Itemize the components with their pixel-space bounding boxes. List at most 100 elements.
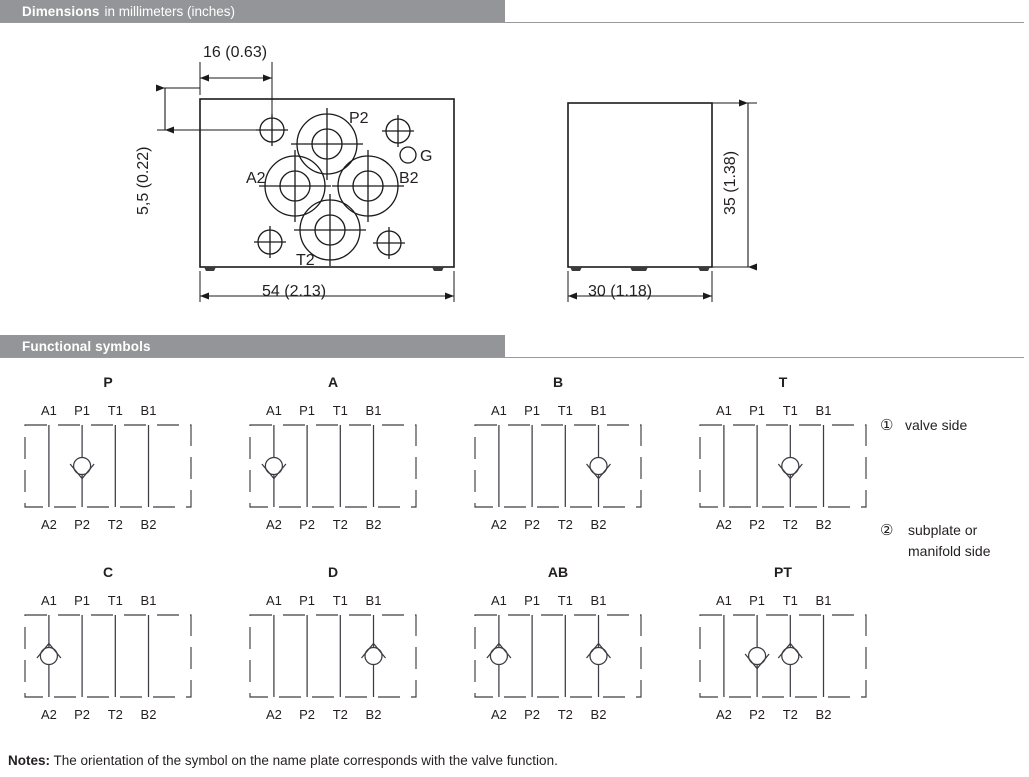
symbol-port-top-P1: P1 [74, 593, 90, 608]
symbol-port-top-A1: A1 [716, 593, 732, 608]
symbol-port-top-A1: A1 [41, 593, 57, 608]
port-label-B2: B2 [399, 170, 419, 187]
symbol-port-top-T1: T1 [333, 403, 348, 418]
dimensions-header-rule [0, 22, 1024, 23]
symbol-port-top-B1: B1 [366, 403, 382, 418]
symbol-port-bottom-T2: T2 [783, 517, 798, 532]
front-view-foot-right [432, 267, 444, 271]
side-view-body [567, 102, 713, 268]
legend-label-subplate-line2: manifold side [908, 543, 991, 559]
symbol-port-top-A1: A1 [716, 403, 732, 418]
symbol-port-bottom-A2: A2 [716, 707, 732, 722]
symbol-port-bottom-T2: T2 [783, 707, 798, 722]
port-G-hole [399, 146, 417, 164]
symbol-port-top-P1: P1 [749, 403, 765, 418]
check-valve-seat [486, 642, 512, 659]
side-view-foot-right [698, 267, 710, 271]
symbol-title-PT: PT [774, 564, 792, 580]
functional-symbols-section-header: Functional symbols [0, 335, 505, 357]
symbol-port-top-A1: A1 [491, 403, 507, 418]
symbol-port-bottom-P2: P2 [74, 517, 90, 532]
legend-marker-1: ① [880, 417, 893, 434]
symbol-port-bottom-T2: T2 [558, 707, 573, 722]
legend-label-valve-side: valve side [905, 417, 967, 433]
functional-symbols-section-title: Functional symbols [22, 338, 151, 354]
notes-label: Notes: [8, 753, 51, 768]
symbol-port-bottom-P2: P2 [299, 517, 315, 532]
symbol-port-bottom-B2: B2 [591, 707, 607, 722]
check-valve-PT-T1 [777, 642, 803, 666]
symbol-box-P [24, 424, 192, 508]
symbol-port-bottom-T2: T2 [108, 707, 123, 722]
symbol-port-top-B1: B1 [591, 593, 607, 608]
symbol-port-bottom-A2: A2 [266, 707, 282, 722]
symbol-port-bottom-A2: A2 [266, 517, 282, 532]
symbol-port-bottom-A2: A2 [716, 517, 732, 532]
symbol-port-bottom-B2: B2 [816, 517, 832, 532]
check-valve-PT-P1 [744, 646, 770, 670]
check-valve-seat [586, 642, 611, 659]
symbol-box-B [474, 424, 642, 508]
dim-label-16: 16 (0.63) [203, 44, 267, 61]
port-P2 [291, 108, 363, 180]
port-B2 [332, 150, 404, 222]
symbol-title-AB: AB [548, 564, 568, 580]
symbol-port-top-A1: A1 [491, 593, 507, 608]
symbol-title-C: C [103, 564, 113, 580]
dimensions-section-header: Dimensions in millimeters (inches) [0, 0, 505, 22]
symbol-port-bottom-P2: P2 [299, 707, 315, 722]
symbol-port-bottom-B2: B2 [816, 707, 832, 722]
dimension-drawing: 16 (0.63) 54 (2.13) 5,5 (0.22) 35 (1.38)… [135, 44, 757, 302]
symbol-port-top-B1: B1 [816, 593, 832, 608]
symbol-port-top-T1: T1 [333, 593, 348, 608]
symbol-port-top-P1: P1 [299, 403, 315, 418]
port-label-G: G [420, 148, 432, 165]
port-label-A2: A2 [246, 170, 266, 187]
dim-label-35: 35 (1.38) [722, 151, 739, 215]
symbol-port-top-T1: T1 [108, 593, 123, 608]
symbol-port-top-B1: B1 [141, 403, 157, 418]
symbol-port-top-A1: A1 [266, 403, 282, 418]
symbol-title-T: T [779, 374, 788, 390]
side-view-foot-mid [630, 267, 648, 271]
symbol-port-bottom-T2: T2 [333, 707, 348, 722]
check-valve-seat [744, 653, 770, 670]
legend-label-subplate-line1: subplate or [908, 522, 978, 538]
symbol-port-bottom-B2: B2 [366, 707, 382, 722]
check-valve-seat [361, 642, 386, 659]
check-valve-seat [777, 463, 803, 480]
symbol-port-top-P1: P1 [74, 403, 90, 418]
symbol-port-bottom-A2: A2 [41, 517, 57, 532]
symbol-title-B: B [553, 374, 563, 390]
symbol-port-top-T1: T1 [783, 593, 798, 608]
check-valve-P-P1 [69, 456, 95, 480]
symbol-port-top-B1: B1 [591, 403, 607, 418]
front-view-foot-left [204, 267, 216, 271]
dim-label-30: 30 (1.18) [588, 283, 652, 300]
check-valve-seat [586, 463, 611, 480]
check-valve-B-B1 [586, 456, 611, 480]
symbol-port-top-P1: P1 [524, 593, 540, 608]
check-valve-T-T1 [777, 456, 803, 480]
symbol-title-P: P [103, 374, 112, 390]
symbol-port-top-B1: B1 [366, 593, 382, 608]
bolt-hole-bottom-left [254, 226, 286, 258]
notes-text: The orientation of the symbol on the nam… [53, 753, 558, 768]
symbol-port-bottom-T2: T2 [558, 517, 573, 532]
symbol-port-bottom-P2: P2 [524, 517, 540, 532]
symbol-port-top-T1: T1 [108, 403, 123, 418]
dim-label-54: 54 (2.13) [262, 283, 326, 300]
port-label-T2: T2 [296, 252, 315, 269]
symbol-port-top-P1: P1 [524, 403, 540, 418]
symbol-port-bottom-P2: P2 [749, 517, 765, 532]
symbol-port-bottom-P2: P2 [74, 707, 90, 722]
check-valve-AB-A1 [486, 642, 512, 666]
symbol-box-PT [699, 614, 867, 698]
